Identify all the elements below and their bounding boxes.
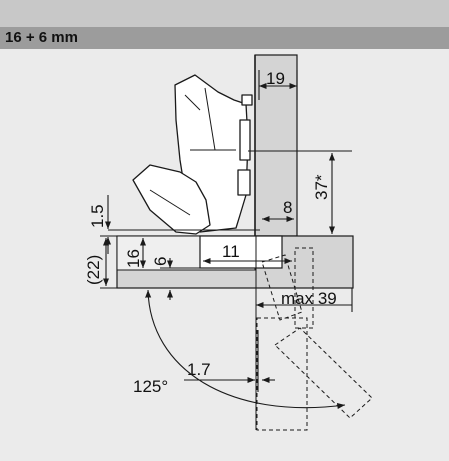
top-bar bbox=[0, 0, 449, 27]
dimension-11: 11 bbox=[222, 242, 240, 261]
hinge-drawing: 19 37* 8 1.5 (22) 16 6 11 bbox=[84, 54, 373, 431]
hinge-cup bbox=[199, 235, 283, 269]
dimension-1-5: 1.5 bbox=[88, 204, 107, 228]
opening-angle-label: 125° bbox=[133, 377, 168, 396]
hinge-arm bbox=[132, 74, 253, 235]
dimension-16: 16 bbox=[124, 249, 143, 268]
opening-angle-arc bbox=[145, 289, 346, 410]
dimension-max-39: max 39 bbox=[281, 289, 337, 308]
hinge-diagram: 19 37* 8 1.5 (22) 16 6 11 bbox=[0, 49, 449, 461]
dimension-19: 19 bbox=[266, 69, 285, 88]
dimension-22: (22) bbox=[84, 255, 103, 285]
dimension-8: 8 bbox=[283, 198, 292, 217]
dimension-37: 37* bbox=[312, 174, 331, 200]
dimension-6: 6 bbox=[151, 257, 170, 266]
page-title: 16 + 6 mm bbox=[0, 27, 449, 49]
dimension-1-7: 1.7 bbox=[187, 360, 211, 379]
